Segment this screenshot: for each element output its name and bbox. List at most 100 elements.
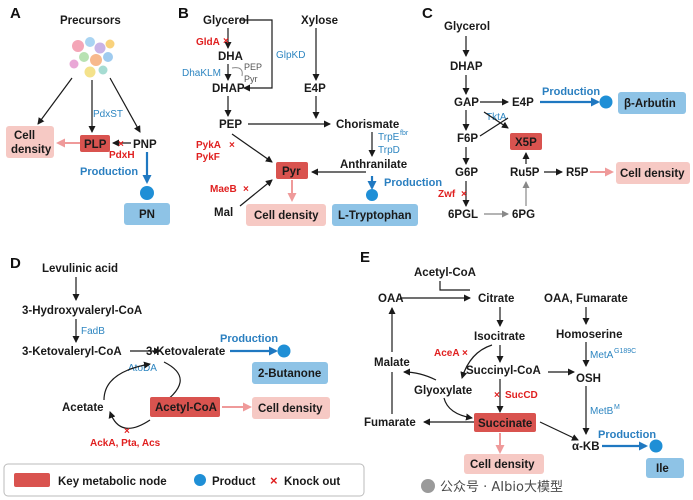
- fadb-enzyme: FadB: [81, 326, 105, 337]
- product-dot-e: [649, 439, 663, 453]
- knockout-mark-zwf: ×: [461, 189, 467, 200]
- xylose-label: Xylose: [301, 15, 338, 27]
- tkta-enzyme: TktA: [486, 112, 507, 123]
- production-label-a: Production: [80, 166, 138, 178]
- watermark: 公众号 · AIbio大模型: [421, 479, 563, 495]
- meta-superscript: G189C: [614, 348, 636, 355]
- dhaklm-enzyme: DhaKLM: [182, 68, 221, 79]
- panel-d: D Levulinic acid 3-Hydroxyvaleryl-CoA Fa…: [10, 255, 330, 449]
- watermark-text: 公众号 · AIbio大模型: [440, 480, 563, 495]
- metb-enzyme: MetB: [590, 406, 614, 417]
- glycerol-label-c: Glycerol: [444, 21, 490, 33]
- mal-label: Mal: [214, 207, 233, 219]
- alpha-kb-label: α-KB: [572, 441, 600, 453]
- acetyl-coa-node-d: [150, 397, 220, 417]
- beta-arbutin-label: β-Arbutin: [624, 98, 676, 110]
- pep-small-label: PEP: [244, 62, 262, 72]
- glyoxylate-label: Glyoxylate: [414, 385, 472, 397]
- product-dot-b: [366, 189, 378, 201]
- meta-enzyme: MetA: [590, 350, 614, 361]
- ketovalerate-label: 3-Ketovalerate: [146, 346, 225, 358]
- pykf-enzyme: PykF: [196, 152, 220, 163]
- panel-c-label: C: [422, 5, 433, 22]
- e4p-label-c: E4P: [512, 97, 534, 109]
- succinate-node: [474, 413, 536, 432]
- production-label-d: Production: [220, 333, 278, 345]
- ile-product-box: [646, 458, 684, 478]
- knockout-mark-pdxh: ×: [118, 139, 124, 150]
- e4p-label-b: E4P: [304, 83, 326, 95]
- knockout-mark-glda: ×: [223, 36, 229, 47]
- cell-density-box-c: [616, 162, 690, 184]
- gap-label-c: GAP: [454, 97, 479, 109]
- cell-density-label-a-line2: density: [11, 144, 52, 156]
- wechat-icon: [421, 479, 435, 493]
- cell-density-label-d: Cell density: [258, 403, 323, 415]
- plp-node: [80, 135, 110, 152]
- legend: Key metabolic node Product × Knock out: [3, 463, 365, 497]
- ru5p-label: Ru5P: [510, 167, 540, 179]
- g6p-label: G6P: [455, 167, 478, 179]
- trpe-enzyme: TrpE: [378, 132, 400, 143]
- metb-superscript: M: [614, 404, 620, 411]
- acetyl-coa-label-e: Acetyl-CoA: [414, 267, 476, 279]
- panel-b-label: B: [178, 5, 189, 22]
- plp-label: PLP: [84, 139, 107, 151]
- malate-label: Malate: [374, 357, 410, 369]
- dhap-label-b: DHAP: [212, 83, 245, 95]
- pyr-label: Pyr: [282, 166, 301, 178]
- chorismate-label: Chorismate: [336, 119, 399, 131]
- l-tryptophan-label: L-Tryptophan: [338, 210, 411, 222]
- 2-butanone-product-box: [252, 362, 328, 384]
- knockout-mark-maeb: ×: [243, 184, 249, 195]
- legend-knockout-label: Knock out: [284, 476, 340, 488]
- ketovaleryl-coa-label: 3-Ketovaleryl-CoA: [22, 346, 122, 358]
- panel-a: A Precursors PdxST Cell density PLP PNP …: [6, 5, 170, 225]
- anthranilate-label: Anthranilate: [340, 159, 407, 171]
- isocitrate-label: Isocitrate: [474, 331, 525, 343]
- zwf-enzyme: Zwf: [438, 189, 456, 200]
- panel-a-label: A: [10, 5, 21, 22]
- homoserine-label: Homoserine: [556, 329, 622, 341]
- ackpta-enzyme: AckA, Pta, Acs: [90, 438, 161, 449]
- pyka-enzyme: PykA: [196, 140, 221, 151]
- cell-density-label-b: Cell density: [254, 210, 319, 222]
- cell-density-box-a: [6, 126, 54, 158]
- pn-label: PN: [139, 209, 155, 221]
- hydroxyvaleryl-coa-label: 3-Hydroxyvaleryl-CoA: [22, 305, 142, 317]
- acea-enzyme: AceA: [434, 348, 460, 359]
- beta-arbutin-product-box: [618, 92, 686, 114]
- 6pgl-label: 6PGL: [448, 209, 478, 221]
- ile-label: Ile: [656, 463, 669, 475]
- product-dot-c: [599, 95, 613, 109]
- knockout-mark-succd: ×: [494, 390, 500, 401]
- production-label-e: Production: [598, 429, 656, 441]
- cell-density-label-a-line1: Cell: [14, 130, 35, 142]
- knockout-mark-acea: ×: [462, 348, 468, 359]
- trpe-superscript: fbr: [400, 130, 409, 137]
- x5p-node: [510, 133, 542, 150]
- acetate-label: Acetate: [62, 402, 104, 414]
- panel-d-label: D: [10, 255, 21, 272]
- legend-product-label: Product: [212, 476, 256, 488]
- cell-density-label-c: Cell density: [620, 168, 685, 180]
- succinate-label: Succinate: [478, 418, 532, 430]
- panel-e-label: E: [360, 249, 370, 266]
- glpkd-enzyme: GlpKD: [276, 50, 305, 61]
- production-label-c: Production: [542, 86, 600, 98]
- knockout-mark-ackpta: ×: [124, 426, 130, 437]
- panel-b: B Glycerol Xylose GldA × GlpKD DHA DhaKL…: [178, 5, 442, 226]
- production-label-b: Production: [384, 177, 442, 189]
- l-tryptophan-product-box: [332, 204, 418, 226]
- oaa-fumarate-label: OAA, Fumarate: [544, 293, 628, 305]
- pnp-label: PNP: [133, 139, 157, 151]
- legend-product-icon: [194, 474, 206, 486]
- glycerol-label-b: Glycerol: [203, 15, 249, 27]
- osh-label: OSH: [576, 373, 601, 385]
- legend-knockout-icon: ×: [270, 473, 278, 488]
- pn-product-box: [124, 203, 170, 225]
- succinyl-coa-label: Succinyl-CoA: [466, 365, 541, 377]
- product-dot-a: [140, 186, 154, 200]
- knockout-mark-pyka: ×: [229, 140, 235, 151]
